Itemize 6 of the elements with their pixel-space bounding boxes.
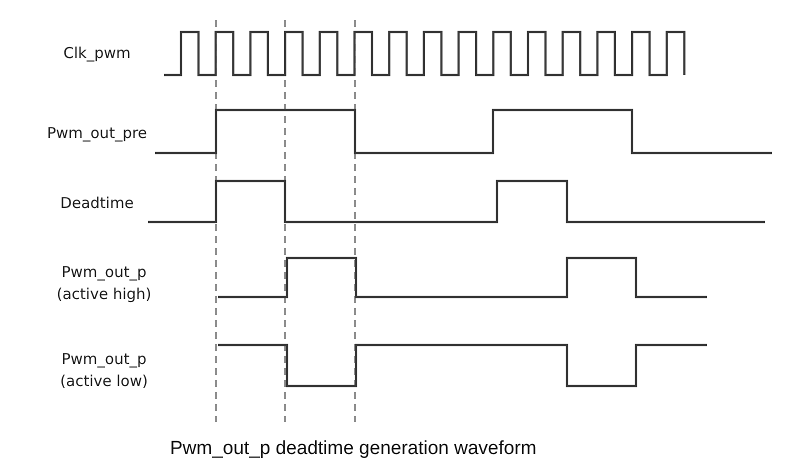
signal-label: Pwm_out_pre (46, 123, 148, 144)
signal-label: Clk_pwm (62, 43, 132, 64)
caption: Pwm_out_p deadtime generation waveform (170, 438, 536, 460)
signal-label: Deadtime (59, 193, 135, 214)
signal-label: Pwm_out_p (active low) (59, 349, 149, 392)
signal-label: Pwm_out_p (active high) (56, 262, 152, 305)
